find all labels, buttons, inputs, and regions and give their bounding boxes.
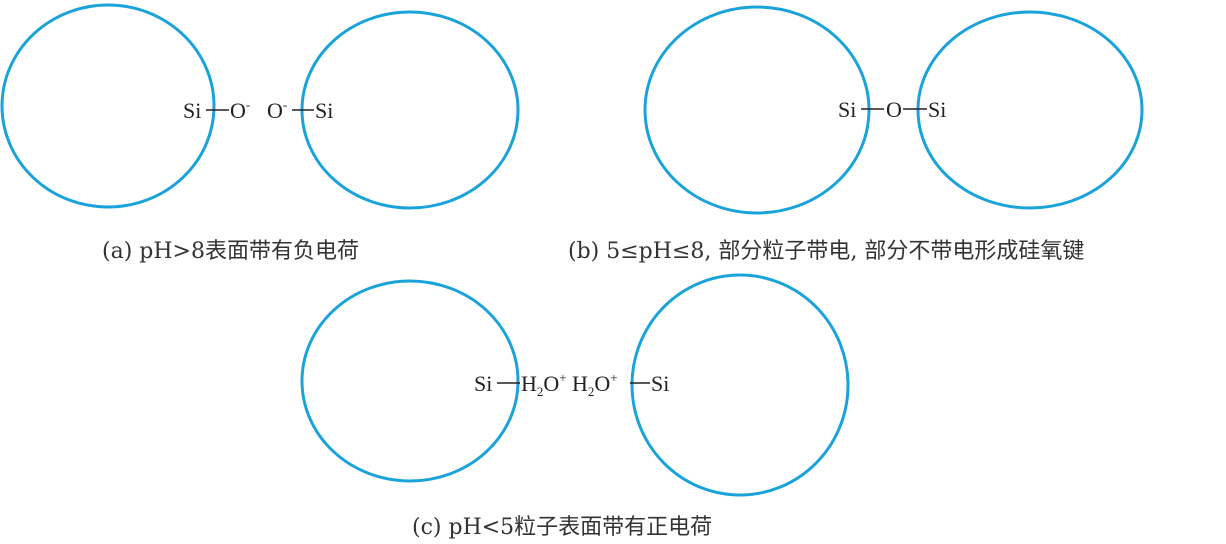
panel-a: Si O- O- Si (a) pH>8表面带有负电荷: [0, 3, 520, 264]
panel-c-hydronium-1-sub: 2: [537, 384, 544, 399]
panel-a-right-o-symbol: O: [267, 98, 283, 123]
panel-b-bridge-o: O: [886, 97, 902, 122]
panel-a-left-particle: [0, 3, 216, 209]
panel-c-hydronium-2-h: H: [572, 371, 588, 396]
panel-c-hydronium-2-charge: +: [610, 370, 617, 385]
panel-c-hydronium-1-o: O: [543, 371, 559, 396]
panel-c-right-particle: [630, 273, 850, 497]
panel-c-left-si: Si: [474, 371, 492, 396]
panel-b-caption: (b) 5≤pH≤8, 部分粒子带电, 部分不带电形成硅氧键: [568, 239, 1084, 264]
panel-a-right-o-charge: -: [283, 97, 287, 112]
panel-a-caption: (a) pH>8表面带有负电荷: [102, 239, 359, 264]
panel-c-hydronium-1-h: H: [521, 371, 537, 396]
panel-a-right-si: Si: [315, 98, 333, 123]
panel-c-right-si: Si: [651, 371, 669, 396]
panel-b-right-particle: [916, 10, 1144, 210]
panel-c-hydronium-2-o: O: [594, 371, 610, 396]
panel-a-right-o: O-: [267, 97, 287, 123]
panel-a-left-o: O-: [230, 97, 250, 123]
panel-a-left-o-charge: -: [246, 97, 250, 112]
panel-c-caption: (c) pH<5粒子表面带有正电荷: [412, 515, 712, 540]
panel-a-right-particle: [300, 10, 520, 210]
panel-a-left-o-symbol: O: [230, 98, 246, 123]
panel-c-left-particle: [300, 279, 520, 483]
panel-c-hydronium-2-sub: 2: [588, 384, 595, 399]
panel-b-left-particle: [643, 5, 871, 215]
panel-c-hydronium-1: H2O+: [521, 370, 567, 399]
panel-b-left-si: Si: [838, 97, 856, 122]
panel-b-right-si: Si: [928, 97, 946, 122]
panel-c-hydronium-1-charge: +: [559, 370, 566, 385]
panel-a-left-si: Si: [183, 98, 201, 123]
panel-c: Si H2O+ H2O+ Si (c) pH<5粒子表面带有正电荷: [300, 273, 850, 540]
panel-c-hydronium-2: H2O+: [572, 370, 618, 399]
panel-b: Si O Si (b) 5≤pH≤8, 部分粒子带电, 部分不带电形成硅氧键: [568, 5, 1144, 264]
